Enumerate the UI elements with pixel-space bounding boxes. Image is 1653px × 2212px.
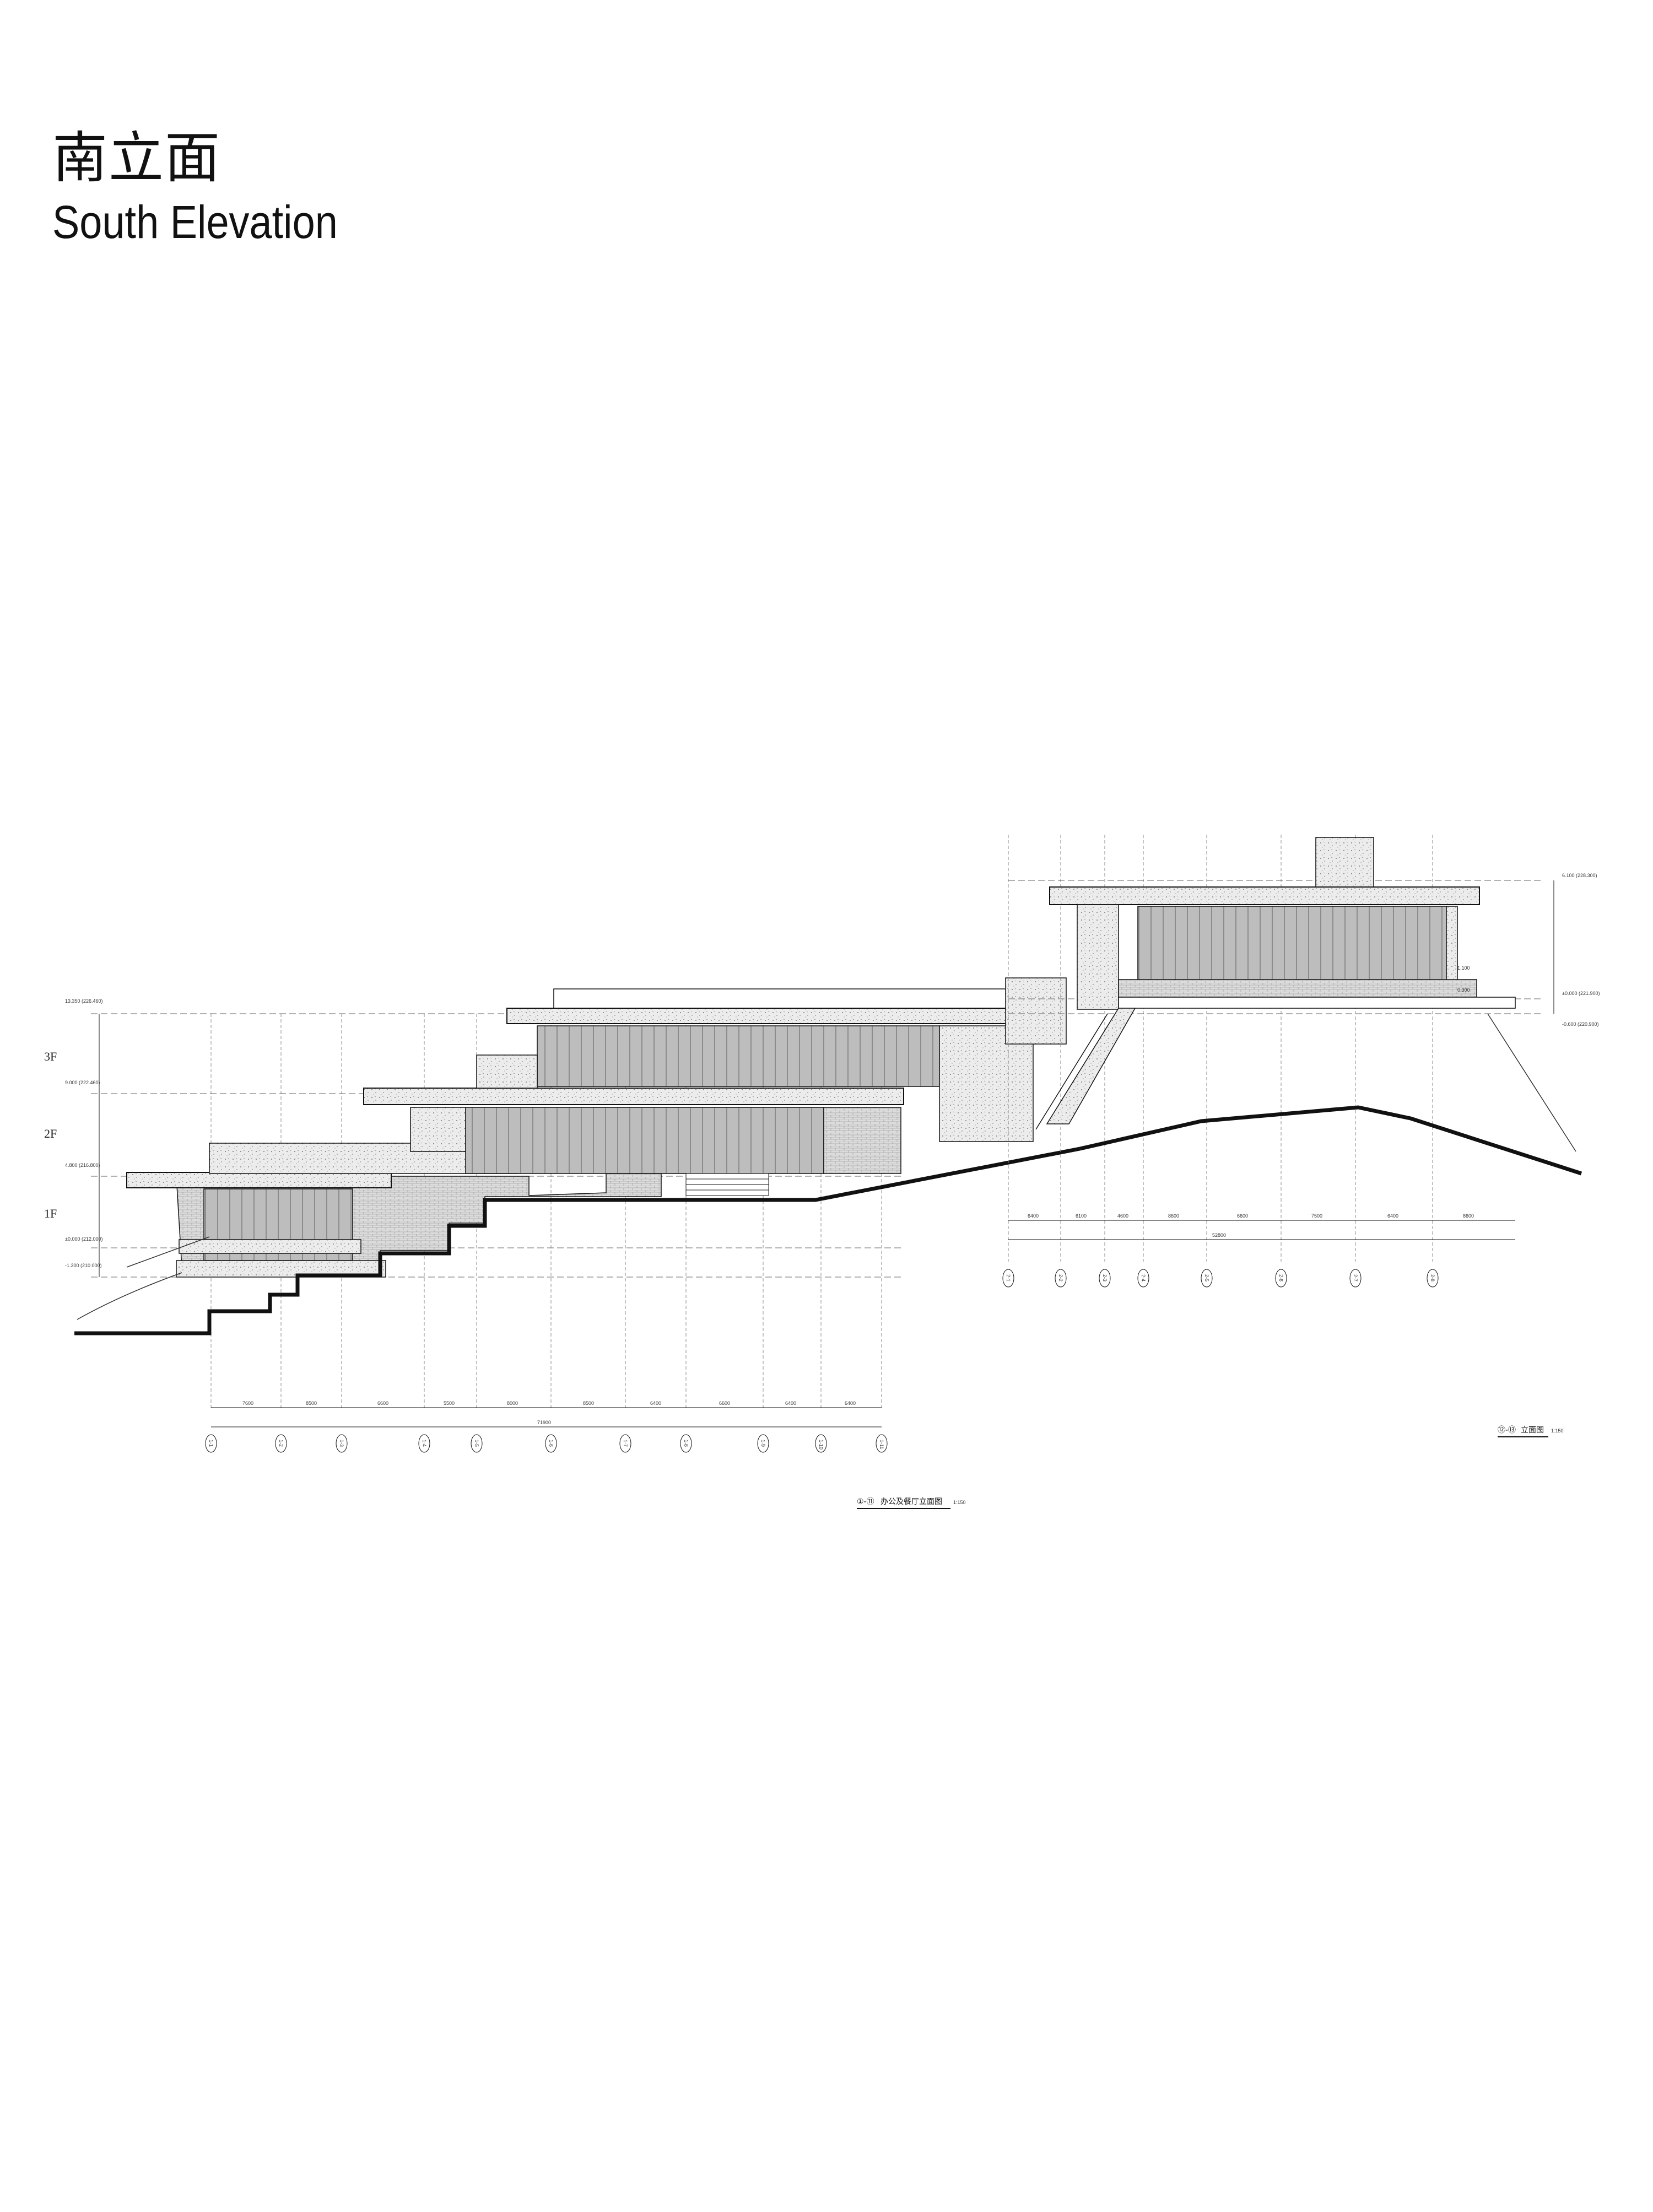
- left-axis-6: 1-6: [548, 1440, 554, 1447]
- right-elev-mark-1: 6.100 (228.300): [1562, 873, 1597, 878]
- level-label-3f: 3F: [44, 1050, 57, 1063]
- left-dim-9: 6400: [785, 1400, 796, 1406]
- right-axis-5: 2-5: [1204, 1274, 1209, 1281]
- right-axis-8: 2-8: [1430, 1274, 1435, 1281]
- right-dim-total: 52800: [1212, 1232, 1226, 1238]
- left-dim-1: 7600: [242, 1400, 253, 1406]
- elev-mark-1: 13.350 (226.460): [65, 998, 103, 1004]
- right-axis-1: 2-1: [1006, 1274, 1011, 1281]
- block-3f-parapet: [553, 988, 1017, 1009]
- page-title-chinese: 南立面: [52, 126, 221, 190]
- right-stone-column: [1077, 904, 1119, 1010]
- left-dim-7: 6400: [650, 1400, 661, 1406]
- left-axis-3: 1-3: [339, 1440, 344, 1447]
- page-title-english: South Elevation: [52, 196, 338, 248]
- left-elevation: 3F 2F 1F 13.350 (226.460) 9.000 (222.460…: [44, 977, 1081, 1509]
- right-caption: ⑫-⑬ 立面图 1:150: [1498, 1426, 1564, 1437]
- left-dim-8: 6600: [719, 1400, 730, 1406]
- right-elev-mark-2: ±0.000 (221.900): [1562, 991, 1600, 996]
- block-2f-stone-left: [410, 1107, 466, 1152]
- level-label-2f: 2F: [44, 1127, 57, 1140]
- left-dim-5: 8000: [507, 1400, 518, 1406]
- block-3f-stone-far: [1005, 977, 1067, 1045]
- elev-mark-3: 4.800 (216.800): [65, 1162, 100, 1168]
- right-glazing: [1137, 906, 1447, 981]
- elev-mark-2: 9.000 (222.460): [65, 1080, 100, 1085]
- left-axis-1: 1-1: [208, 1440, 214, 1447]
- block-3f-stone-left: [476, 1054, 538, 1089]
- connecting-stair: [1046, 1008, 1136, 1124]
- right-elev-mark-3: -0.600 (220.900): [1562, 1021, 1599, 1027]
- block-3f-glazing: [537, 1025, 940, 1087]
- left-dim-total: 71900: [537, 1420, 551, 1425]
- entrance-steps: [685, 1173, 769, 1196]
- left-caption-scale: 1:150: [953, 1500, 966, 1505]
- right-elevation: 6.100 (228.300) ±0.000 (221.900) -0.600 …: [1002, 835, 1600, 1437]
- chimney: [1315, 837, 1374, 888]
- left-dim-6: 8500: [583, 1400, 594, 1406]
- left-axis-2: 1-2: [278, 1440, 284, 1447]
- right-stone-end: [1446, 906, 1458, 981]
- elev-mark-5: -1.300 (210.000): [65, 1263, 102, 1268]
- block-2f-stone-right: [823, 1107, 901, 1174]
- elev-mark-4: ±0.000 (212.000): [65, 1236, 103, 1242]
- left-axis-11: 1-11: [879, 1440, 884, 1449]
- right-roof-slab: [1049, 886, 1480, 905]
- right-elev-mark-4: 1.100: [1457, 965, 1470, 971]
- block-3f-roof: [506, 1008, 1036, 1024]
- left-axis-4: 1-4: [422, 1440, 427, 1447]
- right-elev-mark-5: 0.300: [1457, 987, 1470, 993]
- block-1f-slab: [179, 1239, 361, 1254]
- left-dim-10: 6400: [845, 1400, 856, 1406]
- ground-line-left: [74, 1146, 1081, 1335]
- ground-line-right: [1079, 1105, 1582, 1176]
- left-axis-9: 1-9: [760, 1440, 766, 1447]
- block-2f-glazing: [465, 1107, 824, 1174]
- right-deck: [1118, 997, 1516, 1009]
- right-caption-scale: 1:150: [1551, 1428, 1564, 1434]
- left-axis-bubbles: [205, 1434, 888, 1453]
- right-caption-symbol: ⑫-⑬: [1498, 1426, 1516, 1435]
- right-balustrade: [1118, 979, 1477, 998]
- left-dim-4: 5500: [444, 1400, 455, 1406]
- left-dim-2: 8500: [306, 1400, 317, 1406]
- level-label-1f: 1F: [44, 1207, 57, 1220]
- right-caption-text: 立面图: [1521, 1426, 1544, 1435]
- right-dim-3: 4600: [1117, 1213, 1128, 1219]
- right-axis-7: 2-7: [1353, 1274, 1358, 1281]
- left-axis-10: 1-10: [818, 1440, 824, 1450]
- left-axis-8: 1-8: [683, 1440, 689, 1447]
- left-caption: ①-⑪ 办公及餐厅立面图 1:150: [857, 1497, 966, 1509]
- left-caption-symbol: ①-⑪: [857, 1497, 874, 1506]
- right-dim-2: 6100: [1076, 1213, 1087, 1219]
- right-axis-3: 2-3: [1102, 1274, 1108, 1281]
- right-dim-4: 8600: [1168, 1213, 1179, 1219]
- right-dim-5: 6600: [1237, 1213, 1248, 1219]
- right-axis-4: 2-4: [1141, 1274, 1146, 1281]
- block-2f-roof: [363, 1088, 904, 1105]
- left-axis-5: 1-5: [474, 1440, 479, 1447]
- right-dim-1: 6400: [1028, 1213, 1039, 1219]
- right-axis-2: 2-2: [1058, 1274, 1063, 1281]
- right-dim-8: 8600: [1463, 1213, 1474, 1219]
- right-axis-6: 2-6: [1278, 1274, 1284, 1281]
- right-dim-7: 6400: [1387, 1213, 1398, 1219]
- block-1f-roof: [126, 1172, 392, 1188]
- right-axis-bubbles: [1002, 1269, 1439, 1288]
- right-dim-6: 7500: [1311, 1213, 1322, 1219]
- left-axis-7: 1-7: [623, 1440, 628, 1447]
- left-caption-text: 办公及餐厅立面图: [880, 1497, 942, 1506]
- block-3f-stone-right: [939, 1025, 1034, 1142]
- left-dim-3: 6600: [377, 1400, 388, 1406]
